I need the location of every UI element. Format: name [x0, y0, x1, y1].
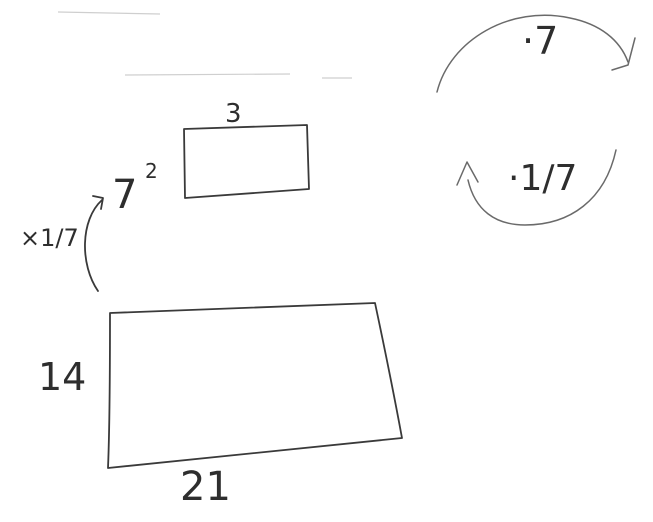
large-rect-width-label: 21 — [180, 464, 231, 510]
small-rect-width-label: 3 — [225, 99, 242, 129]
cycle-bottom-arrow-icon — [456, 149, 617, 226]
cycle-multiply-label: ·7 — [522, 19, 558, 63]
small-rectangle — [183, 124, 310, 199]
large-rect-height-label: 14 — [38, 355, 86, 399]
small-rect-height-superscript: 2 — [145, 159, 158, 183]
cycle-divide-label: ·1/7 — [508, 158, 577, 199]
scale-factor-label: ×1/7 — [20, 224, 79, 252]
erased-marks — [57, 11, 352, 79]
cycle-top-arrow-icon — [436, 14, 636, 93]
large-rectangle — [107, 302, 403, 469]
small-rect-height-label: 7 — [112, 172, 137, 218]
scale-arrow-icon — [84, 195, 104, 292]
